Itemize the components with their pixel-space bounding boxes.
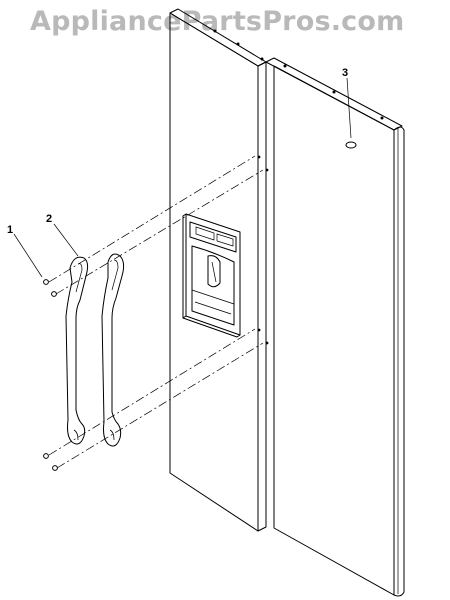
assembly-leader-lines [48,155,264,469]
door-handle-left [65,256,89,445]
fresh-food-door [265,57,405,597]
plug-part [345,141,357,149]
door-mount-holes [257,155,269,345]
ice-water-dispenser [182,213,241,338]
handle-screws [43,279,58,471]
freezer-door [169,8,267,532]
callout-3: 3 [342,67,348,79]
callout-leaders [13,77,352,278]
watermark-text: AppliancePartsPros.com [30,6,405,37]
door-handle-right [101,253,125,447]
callout-1: 1 [7,224,13,236]
callout-2: 2 [46,213,52,225]
